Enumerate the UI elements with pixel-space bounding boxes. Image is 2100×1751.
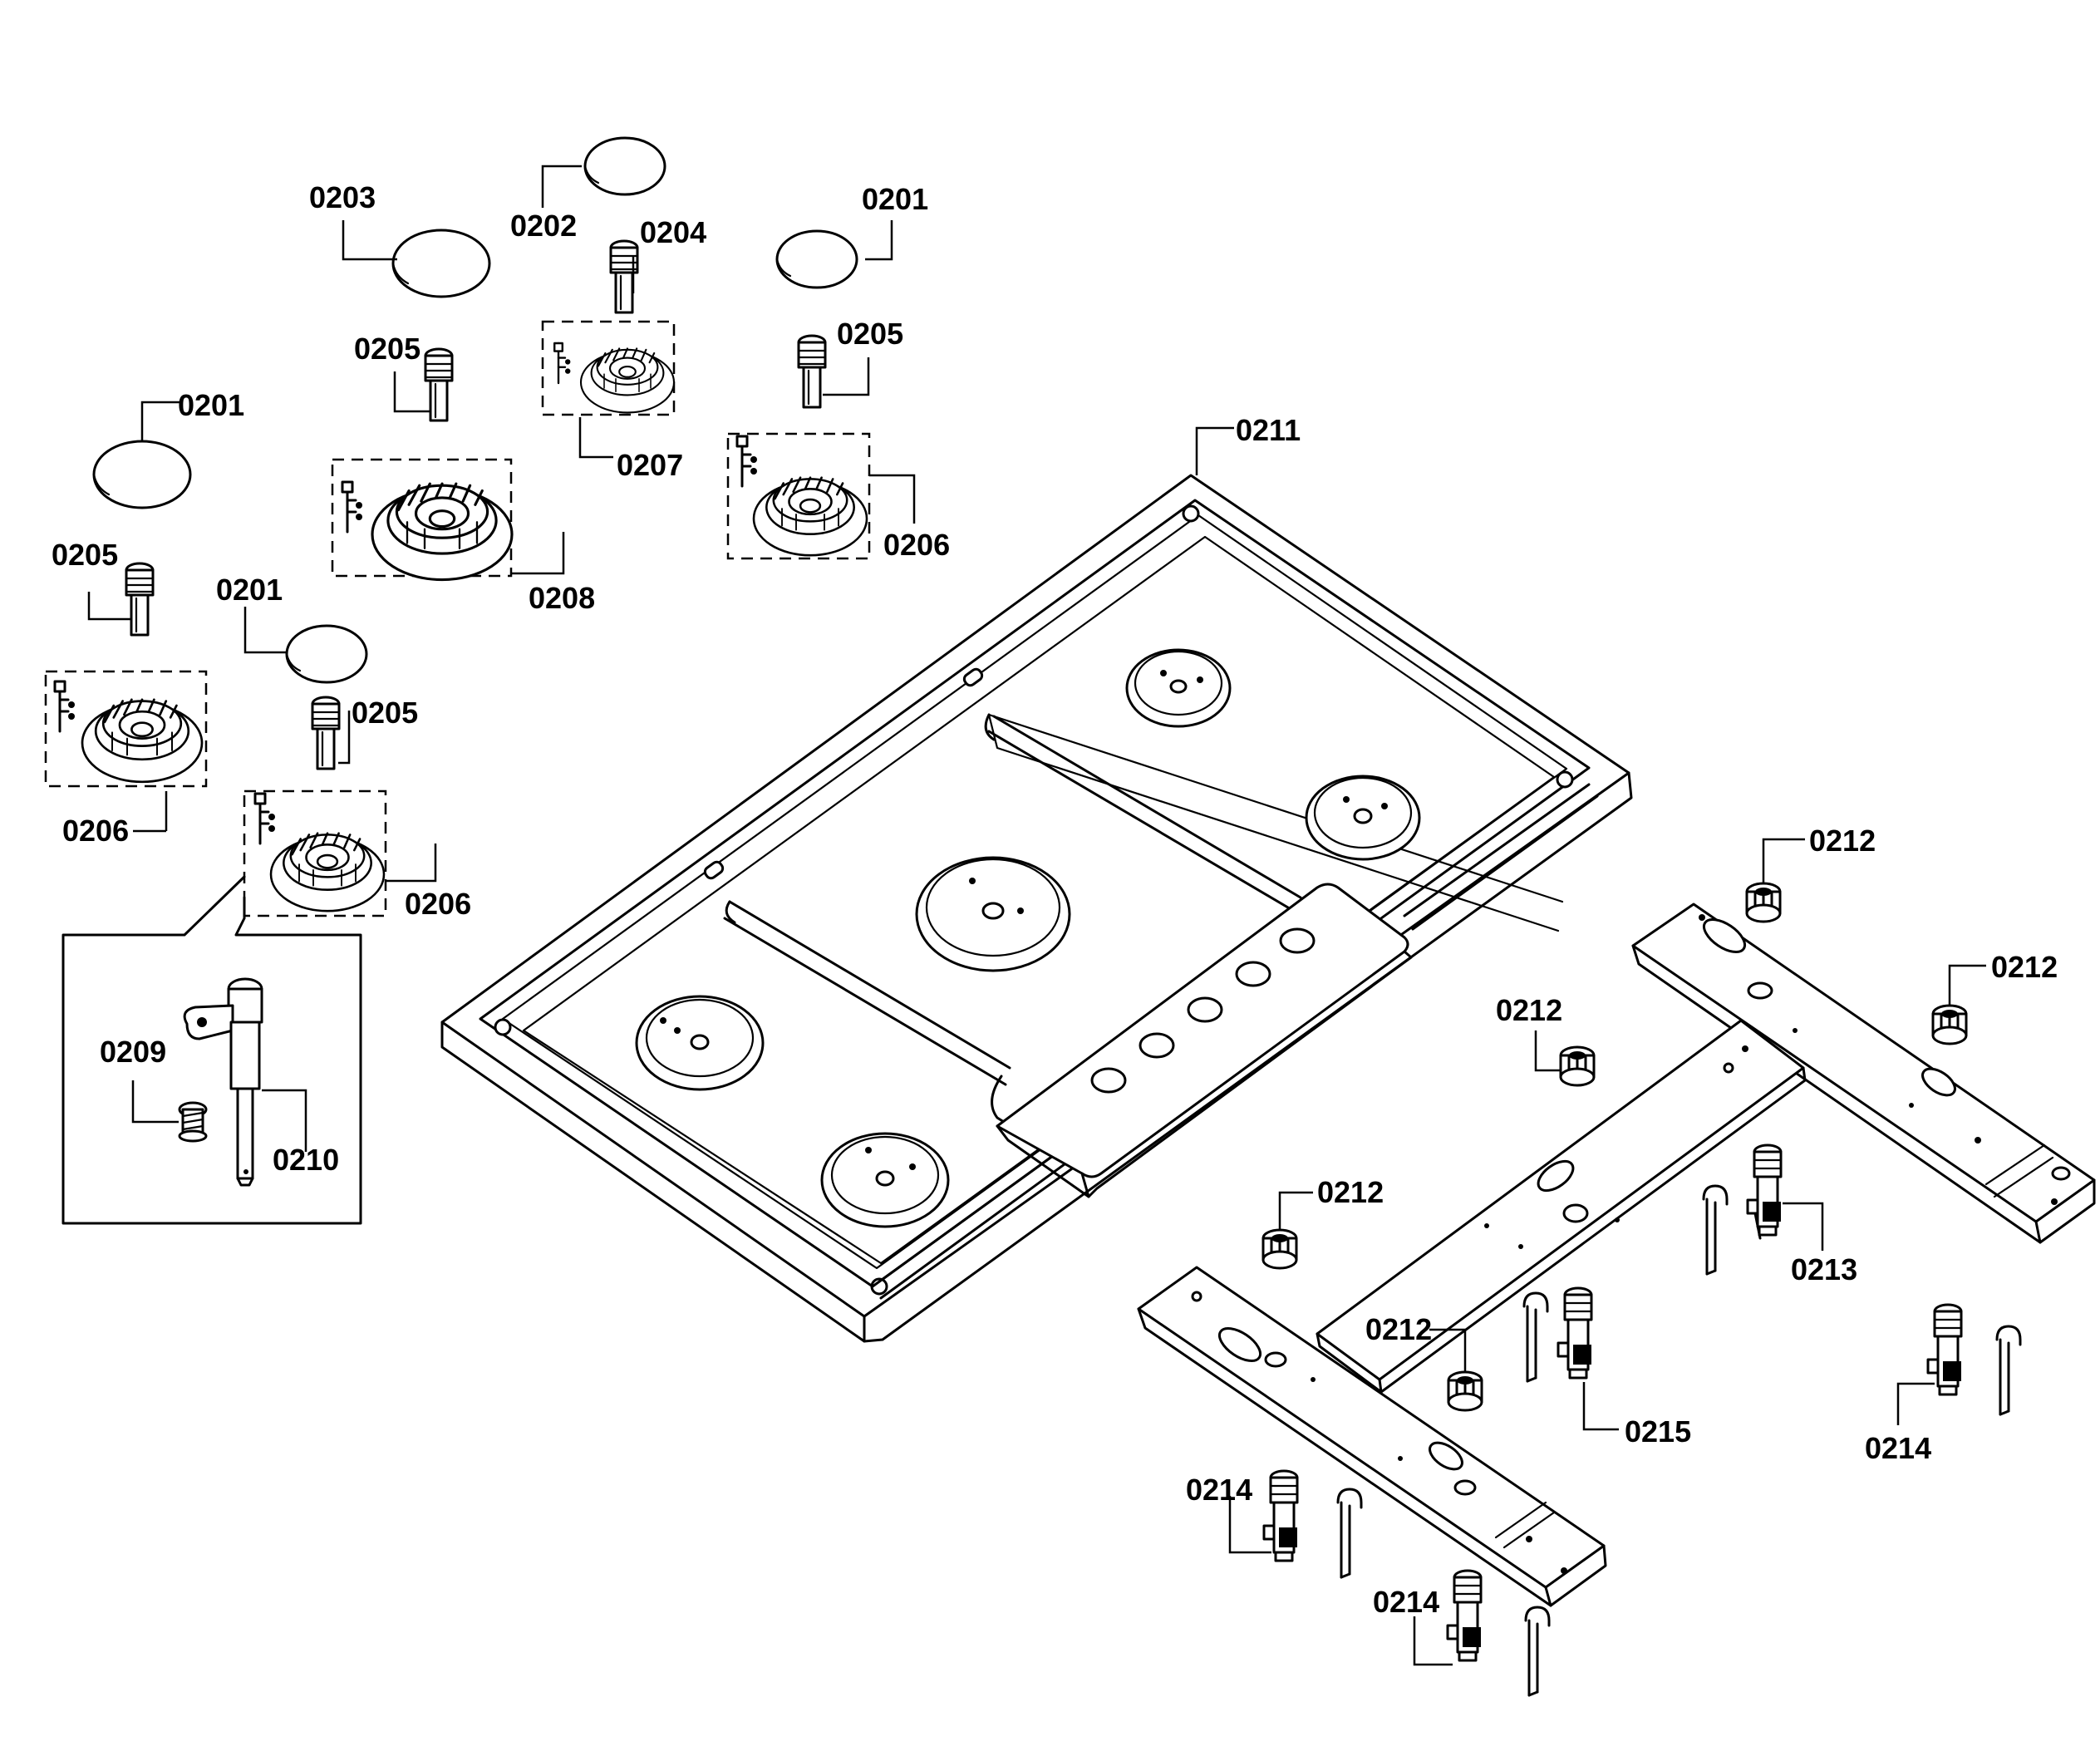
label-0212-a: 0212 (1809, 824, 1876, 858)
burner-pad-left (635, 995, 765, 1091)
label-0204: 0204 (640, 215, 706, 249)
part-labels: 0203 0202 0204 0201 0205 0205 0207 0201 … (52, 180, 2058, 1619)
electrode-0205-mid (311, 696, 341, 770)
label-0214-left: 0214 (1186, 1473, 1252, 1507)
label-0201-left: 0201 (178, 388, 244, 422)
label-0206-right: 0206 (883, 528, 950, 562)
cap-0201-top (775, 229, 858, 289)
nut-0212-d (1261, 1228, 1298, 1270)
label-0211: 0211 (1236, 413, 1301, 447)
label-0209: 0209 (100, 1035, 166, 1069)
label-0213: 0213 (1791, 1252, 1857, 1286)
tube-near-0215 (1522, 1291, 1549, 1383)
nut-0212-e (1447, 1370, 1483, 1412)
burner-0206-right (726, 432, 871, 560)
label-0214-bottom: 0214 (1373, 1585, 1439, 1619)
label-0201-top: 0201 (862, 182, 928, 216)
valve-0214-bottom (1446, 1569, 1483, 1662)
label-0212-c: 0212 (1496, 993, 1562, 1027)
valve-0213 (1746, 1144, 1783, 1240)
burner-pad-right (1305, 775, 1421, 861)
screw-0209 (178, 1101, 208, 1143)
cap-0201-left (92, 440, 192, 509)
leader-lines (87, 165, 1986, 1666)
electrode-0205-left (125, 562, 155, 637)
label-0206-mid: 0206 (405, 887, 471, 921)
cap-0202 (583, 136, 666, 196)
electrode-0205-b (797, 334, 827, 409)
label-0205-b: 0205 (837, 317, 903, 351)
label-0201-mid: 0201 (216, 573, 283, 607)
label-0205-left: 0205 (52, 538, 118, 572)
detail-callout (61, 875, 362, 1225)
label-0214-right: 0214 (1865, 1431, 1931, 1465)
label-0206-left: 0206 (62, 814, 129, 848)
tube-near-0214-left (1336, 1488, 1363, 1579)
label-0212-d: 0212 (1317, 1175, 1384, 1209)
label-0210: 0210 (273, 1143, 339, 1177)
tube-near-0214-bottom (1524, 1606, 1551, 1697)
manifold-crossbar (1316, 1019, 1807, 1394)
label-0212-b: 0212 (1991, 950, 2058, 984)
valve-0214-right (1926, 1303, 1963, 1396)
electrode-0205-a (424, 347, 454, 422)
label-0208: 0208 (529, 581, 595, 615)
label-0202: 0202 (510, 209, 577, 243)
burner-0206-mid (243, 789, 387, 917)
label-0205-a: 0205 (354, 332, 420, 366)
pin-0210 (183, 977, 263, 1187)
tube-near-0214-right (1995, 1325, 2022, 1416)
cap-0203 (391, 229, 491, 298)
burner-pad-center (915, 856, 1071, 972)
label-0207: 0207 (617, 448, 683, 482)
burner-pad-bottom (820, 1132, 950, 1228)
label-0205-mid: 0205 (352, 696, 418, 730)
valve-0214-left (1262, 1469, 1299, 1562)
label-0212-e: 0212 (1365, 1312, 1432, 1346)
bracket-left (1137, 1266, 1607, 1607)
label-0215: 0215 (1625, 1414, 1691, 1449)
tube-near-0213 (1702, 1184, 1729, 1276)
burner-0208 (331, 458, 514, 582)
nut-0212-a (1745, 882, 1782, 923)
burner-0207 (541, 320, 676, 416)
cap-0201-mid (285, 624, 368, 684)
label-0203: 0203 (309, 180, 376, 214)
burner-0206-left (44, 670, 208, 788)
burner-pad-top (1125, 648, 1232, 728)
nut-0212-c (1559, 1045, 1596, 1087)
bracket-right (1631, 903, 2096, 1244)
cooktop-pan-0211 (440, 474, 1633, 1343)
valve-0215 (1557, 1286, 1593, 1380)
nut-0212-b (1931, 1004, 1968, 1045)
